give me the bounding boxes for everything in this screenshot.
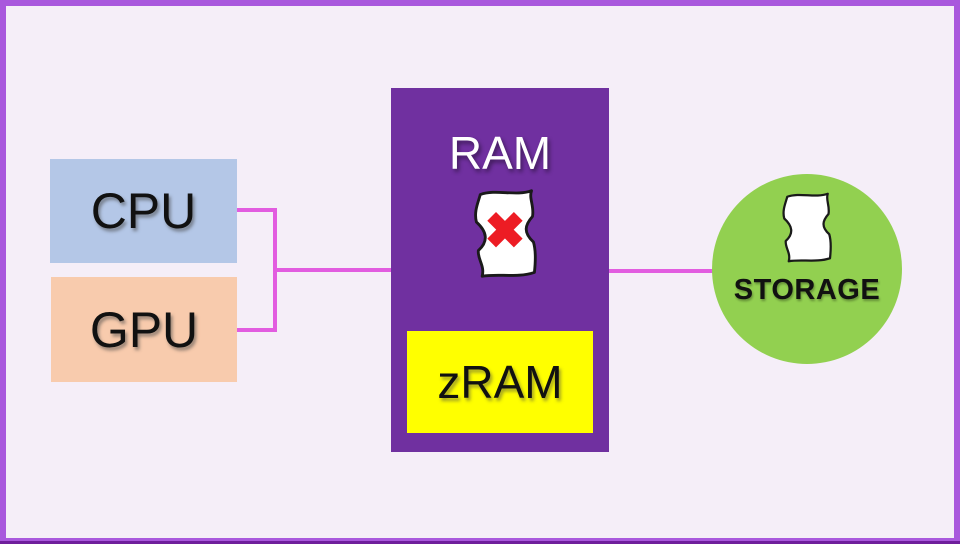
storage-label: STORAGE — [733, 274, 881, 306]
gpu-box: GPU — [51, 277, 237, 382]
connector-cpu-to-junction — [237, 208, 277, 212]
connector-junction-to-ram — [275, 268, 391, 272]
ram-box: RAM zRAM — [391, 88, 609, 452]
zram-label: zRAM — [437, 356, 563, 408]
connector-ram-to-storage — [609, 269, 715, 273]
cpu-box: CPU — [50, 159, 237, 263]
page-scroll-icon — [776, 190, 836, 265]
cpu-label: CPU — [90, 183, 197, 239]
connector-gpu-to-junction — [237, 328, 277, 332]
gpu-label: GPU — [89, 301, 199, 358]
storage-circle: STORAGE — [712, 174, 902, 364]
ram-label: RAM — [448, 127, 552, 179]
zram-box: zRAM — [407, 331, 593, 433]
page-with-red-x-icon — [465, 186, 543, 281]
